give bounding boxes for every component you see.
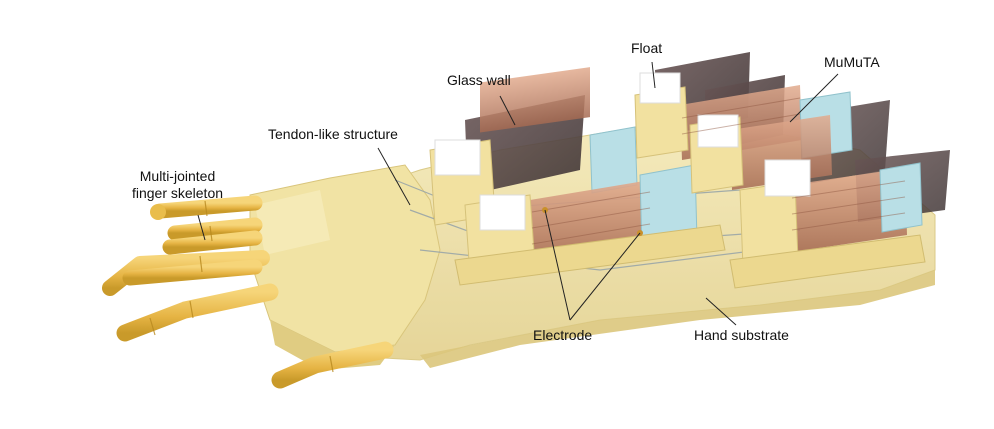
label-hand-substrate: Hand substrate	[694, 327, 789, 343]
finger-1	[150, 195, 263, 220]
label-electrode: Electrode	[533, 327, 593, 343]
label-float: Float	[631, 40, 663, 56]
finger-skeleton-group	[102, 195, 394, 389]
label-glass-wall: Glass wall	[447, 72, 511, 88]
actuator-e	[729, 159, 926, 289]
label-finger-skeleton-text: Multi-jointed finger skeleton	[131, 168, 224, 201]
label-finger-skeleton: Multi-jointed finger skeleton	[120, 168, 235, 202]
thumb	[271, 341, 394, 389]
finger-2	[162, 217, 263, 255]
label-mumuta: MuMuTA	[824, 54, 880, 70]
leader-lines	[197, 61, 839, 326]
mumuta-actuators	[429, 67, 926, 289]
actuator-b	[454, 164, 726, 286]
label-tendon: Tendon-like structure	[268, 126, 398, 142]
finger-3	[102, 250, 270, 296]
finger-4	[116, 283, 279, 342]
